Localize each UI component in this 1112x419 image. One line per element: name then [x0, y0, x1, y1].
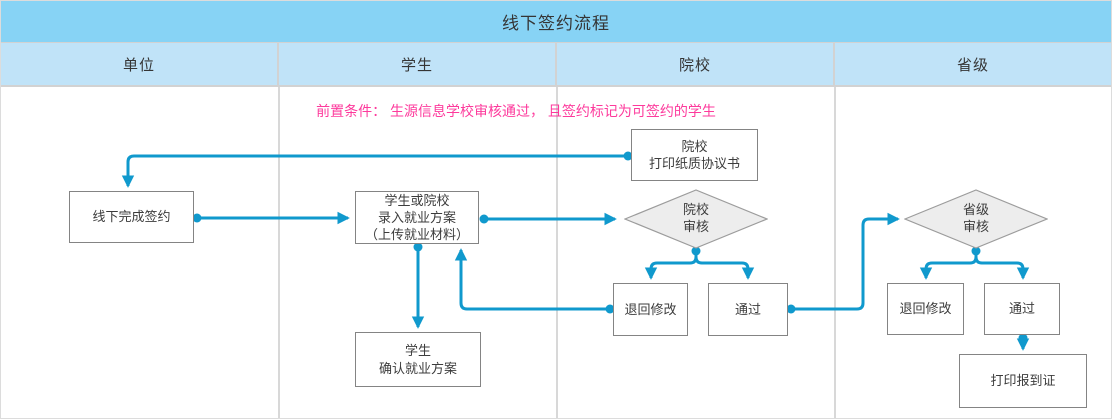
connector-dot	[479, 214, 489, 224]
flow-node-college-return: 退回修改	[613, 283, 688, 336]
edge-province-review-to-province-return	[919, 251, 978, 280]
flow-node-print-agreement: 院校 打印纸质协议书	[631, 129, 758, 181]
node-label: 线下完成签约	[92, 209, 171, 225]
node-label: （上传就业材料）	[364, 227, 469, 243]
flow-node-province-pass: 通过	[984, 283, 1060, 335]
diamond-shape	[904, 189, 1048, 249]
lane-header-row: 单位 学生 院校 省级	[1, 42, 1111, 87]
edge-print-agreement-to-offline-sign	[121, 154, 628, 188]
lane-divider	[278, 87, 280, 418]
title-bar: 线下签约流程	[1, 1, 1111, 42]
lane-divider	[834, 87, 836, 418]
node-label: 省级	[962, 202, 989, 218]
flow-node-province-review: 省级 审核	[904, 189, 1048, 249]
node-label: 打印纸质协议书	[648, 156, 740, 171]
node-label: 退回修改	[624, 301, 677, 317]
flow-node-enter-plan: 学生或院校 录入就业方案 （上传就业材料）	[355, 191, 479, 244]
lane-divider	[556, 87, 558, 418]
lane-header-college: 院校	[557, 43, 833, 85]
edge-college-return-to-enter-plan	[454, 248, 610, 311]
lane-header-unit: 单位	[1, 43, 277, 85]
node-label: 通过	[1008, 301, 1035, 317]
flow-node-offline-sign: 线下完成签约	[69, 191, 194, 243]
lane-label: 院校	[678, 56, 711, 74]
lane-header-province: 省级	[835, 43, 1111, 85]
node-label: 学生或院校	[384, 192, 450, 208]
node-label: 审核	[682, 219, 709, 234]
lane-header-student: 学生	[279, 43, 555, 85]
node-label: 确认就业方案	[378, 360, 457, 376]
node-label: 打印报到证	[990, 373, 1056, 389]
lane-label: 单位	[122, 56, 155, 74]
node-label: 院校	[681, 138, 708, 154]
flow-node-college-review: 院校 审核	[624, 189, 768, 249]
edge-province-review-to-province-pass	[974, 251, 1030, 280]
flow-node-province-return: 退回修改	[887, 283, 964, 335]
node-label: 审核	[962, 219, 989, 234]
lane-label: 学生	[400, 56, 433, 74]
flow-node-print-registration: 打印报到证	[959, 354, 1087, 408]
precondition-note: 前置条件： 生源信息学校审核通过， 且签约标记为可签约的学生	[316, 103, 716, 119]
edge-college-review-to-college-return	[644, 251, 698, 280]
node-label: 院校	[682, 202, 709, 218]
page-title: 线下签约流程	[502, 14, 610, 33]
lane-label: 省级	[956, 56, 989, 74]
flow-node-college-pass: 通过	[708, 283, 788, 336]
node-label: 退回修改	[899, 301, 952, 317]
node-label: 录入就业方案	[377, 209, 456, 225]
node-label: 通过	[734, 301, 761, 317]
flow-node-confirm-plan: 学生 确认就业方案	[355, 332, 481, 387]
node-label: 学生	[404, 343, 431, 359]
edge-college-review-to-college-pass	[694, 251, 755, 280]
edge-college-pass-to-province-review	[791, 212, 900, 311]
diamond-shape	[624, 189, 768, 249]
